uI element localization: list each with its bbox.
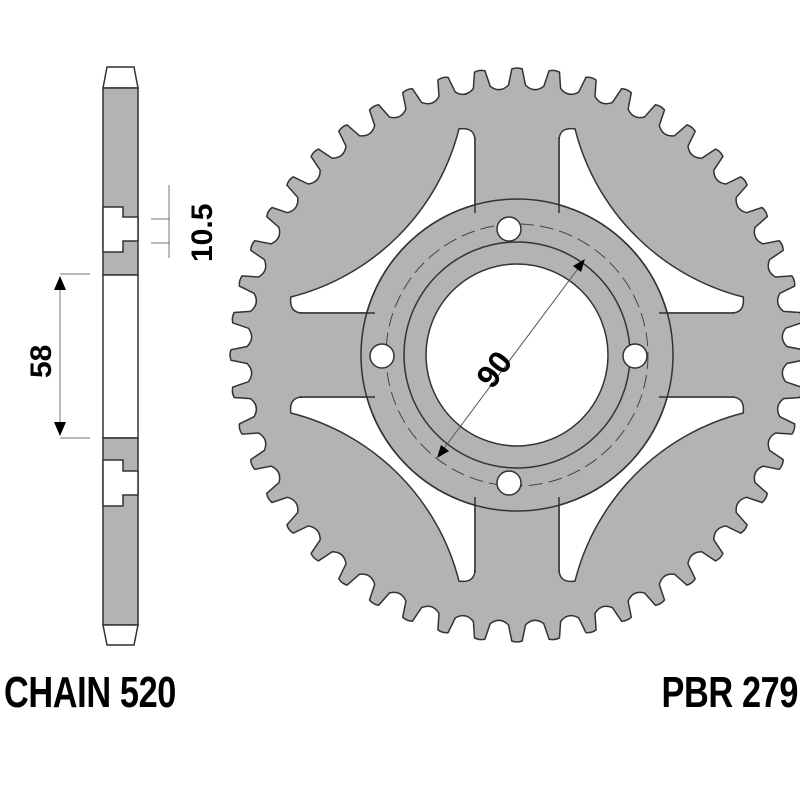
arrow-ne-icon — [573, 259, 585, 272]
spoke — [657, 313, 759, 397]
sprocket-front-view — [229, 67, 800, 643]
spoke — [475, 495, 559, 597]
offset-dimension — [151, 185, 170, 258]
bolt-hole-top — [496, 216, 522, 242]
center-bore — [425, 263, 609, 447]
profile-lower-step — [102, 459, 139, 507]
profile-top-chamfer — [102, 66, 139, 89]
arrow-down-icon — [54, 422, 66, 436]
profile-upper-step — [102, 206, 139, 253]
chain-size-label: CHAIN 520 — [4, 668, 176, 717]
bolt-hole-left — [369, 343, 395, 369]
side-profile-view — [102, 66, 139, 646]
arrow-up-icon — [54, 276, 66, 290]
hub-edge — [360, 198, 674, 512]
bore-diameter-line — [438, 261, 584, 456]
bolt-hole-bottom — [496, 470, 522, 496]
spokes — [295, 133, 759, 597]
arrow-sw-icon — [437, 445, 449, 458]
spoke — [475, 133, 559, 235]
offset-dimension-label: 10.5 — [186, 204, 219, 262]
bolt-hole-right — [622, 343, 648, 369]
hub-height-label: 58 — [25, 345, 58, 378]
hub-height-dimension — [59, 273, 90, 439]
profile-hub-section — [102, 274, 139, 439]
profile-bottom-chamfer — [102, 624, 139, 646]
part-number-label: PBR 279 — [661, 668, 798, 717]
